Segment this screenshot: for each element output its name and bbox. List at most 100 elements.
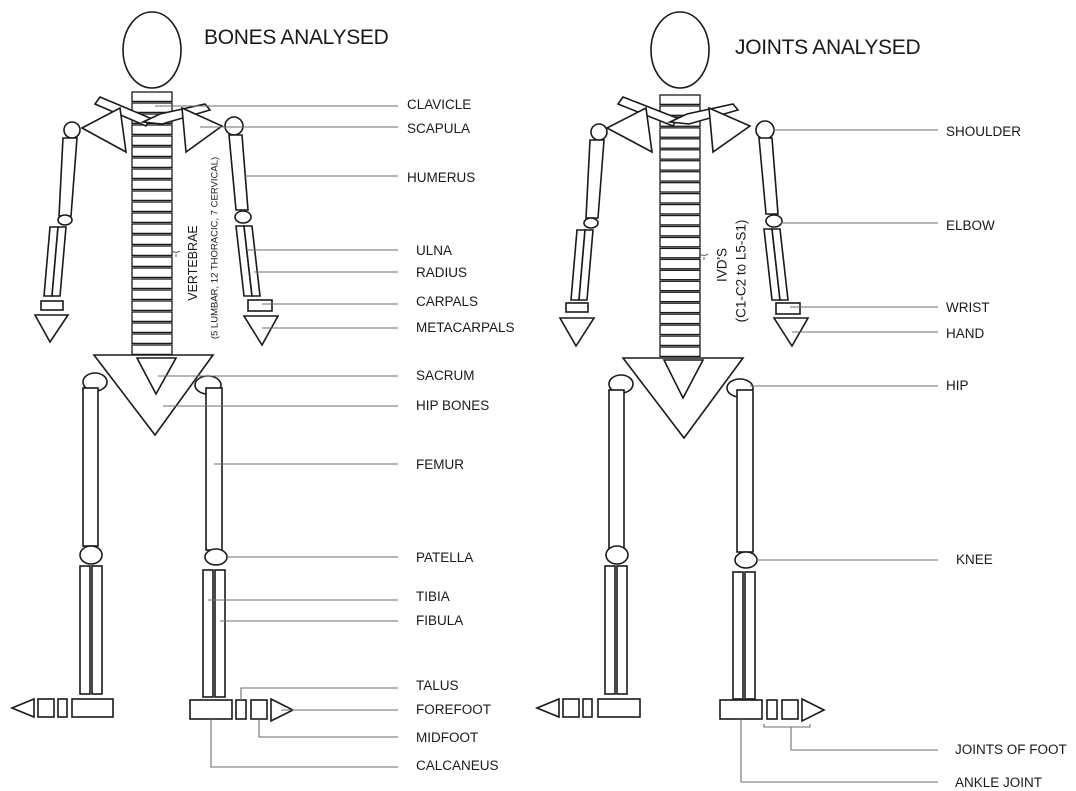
foot-block-left-2 bbox=[583, 699, 592, 717]
vertebra-segment bbox=[132, 279, 172, 288]
forefoot-left bbox=[12, 699, 34, 717]
leader-midfoot bbox=[259, 719, 398, 737]
vertebra-segment bbox=[660, 172, 700, 181]
patella-right bbox=[205, 549, 227, 565]
label-ankle-joint: ANKLE JOINT bbox=[955, 775, 1042, 790]
humerus-left bbox=[586, 140, 604, 218]
vertebra-segment bbox=[132, 180, 172, 189]
shoulder-ball-left bbox=[591, 124, 607, 140]
leader-joints-of-foot bbox=[764, 724, 938, 750]
label-sacrum: SACRUM bbox=[416, 368, 475, 383]
femur-right bbox=[737, 390, 753, 552]
leader-calcaneus bbox=[211, 719, 398, 767]
humerus-right bbox=[229, 135, 248, 210]
label-forefoot: FOREFOOT bbox=[416, 702, 491, 717]
vertebra-segment bbox=[132, 257, 172, 266]
shin-right-b bbox=[745, 572, 755, 699]
label-wrist: WRIST bbox=[946, 300, 990, 315]
elbow-ball-left bbox=[58, 215, 72, 225]
label-shoulder: SHOULDER bbox=[946, 124, 1021, 139]
vertebra-segment bbox=[132, 147, 172, 156]
vertebra-segment bbox=[132, 323, 172, 332]
vertebra-segment bbox=[660, 292, 700, 301]
vertebra-segment bbox=[660, 237, 700, 246]
vertebra-segment bbox=[132, 290, 172, 299]
vertebra-segment bbox=[132, 92, 172, 101]
vertebra-segment bbox=[132, 136, 172, 145]
vertebra-segment bbox=[660, 303, 700, 312]
skeleton-figure-bones bbox=[12, 12, 293, 721]
humerus-left bbox=[59, 138, 77, 216]
foot-block-left-3 bbox=[598, 699, 640, 717]
label-metacarpals: METACARPALS bbox=[416, 320, 515, 335]
vertebra-segment bbox=[132, 213, 172, 222]
label-talus: TALUS bbox=[416, 678, 459, 693]
wrist-block-right bbox=[776, 303, 800, 314]
elbow-ball-left bbox=[584, 218, 598, 228]
vertebrae-label: VERTEBRAE bbox=[186, 225, 200, 301]
vertebra-segment bbox=[660, 270, 700, 279]
ivd-brace bbox=[700, 254, 708, 260]
femur-left bbox=[83, 388, 98, 546]
carpals-right bbox=[248, 300, 272, 311]
knee-ball-left bbox=[606, 546, 628, 564]
vertebra-segment bbox=[660, 314, 700, 323]
vertebra-segment bbox=[132, 202, 172, 211]
label-femur: FEMUR bbox=[416, 457, 464, 472]
midfoot-right bbox=[251, 700, 267, 719]
skull bbox=[123, 12, 181, 88]
vertebra-segment bbox=[660, 259, 700, 268]
vertebra-segment bbox=[132, 169, 172, 178]
label-hip: HIP bbox=[946, 378, 969, 393]
foot-tip-right bbox=[802, 699, 824, 721]
label-tibia: TIBIA bbox=[416, 589, 450, 604]
vertebra-segment bbox=[132, 235, 172, 244]
vertebra-segment bbox=[132, 191, 172, 200]
shoulder-ball-right bbox=[225, 117, 243, 135]
vertebra-segment bbox=[660, 139, 700, 148]
label-radius: RADIUS bbox=[416, 265, 467, 280]
vertebra-segment bbox=[132, 224, 172, 233]
leader-lines-bones bbox=[155, 106, 398, 767]
metacarpals-right bbox=[244, 316, 278, 345]
calcaneus-left bbox=[72, 699, 113, 717]
ivds-label: IVD'S bbox=[715, 248, 730, 282]
label-calcaneus: CALCANEUS bbox=[416, 758, 499, 773]
tibia-left bbox=[80, 566, 90, 694]
skull bbox=[651, 12, 709, 88]
label-knee: KNEE bbox=[956, 552, 993, 567]
label-ulna: ULNA bbox=[416, 243, 452, 258]
vertebra-segment bbox=[132, 246, 172, 255]
vertebra-segment bbox=[660, 248, 700, 257]
vertebral-column bbox=[660, 95, 700, 356]
shoulder-ball-right bbox=[756, 121, 774, 139]
vertebra-segment bbox=[132, 125, 172, 134]
label-patella: PATELLA bbox=[416, 550, 473, 565]
femur-right bbox=[206, 388, 222, 550]
vertebral-column bbox=[132, 92, 172, 354]
vertebrae-brace bbox=[172, 251, 180, 257]
metacarpals-left bbox=[35, 315, 68, 342]
hand-left bbox=[560, 318, 594, 346]
scapula-left bbox=[607, 108, 652, 152]
scapula-left bbox=[82, 108, 126, 152]
label-joints-of-foot: JOINTS OF FOOT bbox=[955, 742, 1067, 757]
shoulder-ball-left bbox=[64, 122, 80, 138]
heel-block-right bbox=[720, 700, 762, 719]
elbow-ball-right bbox=[235, 211, 251, 223]
patella-left bbox=[80, 546, 102, 564]
vertebra-segment bbox=[660, 183, 700, 192]
label-midfoot: MIDFOOT bbox=[416, 730, 478, 745]
vertebra-segment bbox=[132, 334, 172, 343]
femur-left bbox=[609, 390, 624, 548]
foot-block-right-1 bbox=[767, 700, 777, 719]
shin-left-b bbox=[617, 566, 627, 694]
joints-panel-title: JOINTS ANALYSED bbox=[735, 36, 920, 60]
humerus-right bbox=[759, 138, 778, 214]
tibia-right bbox=[203, 570, 213, 697]
vertebra-segment bbox=[132, 312, 172, 321]
talus-left bbox=[58, 699, 67, 717]
vertebra-segment bbox=[660, 325, 700, 334]
carpals-left bbox=[41, 301, 63, 310]
